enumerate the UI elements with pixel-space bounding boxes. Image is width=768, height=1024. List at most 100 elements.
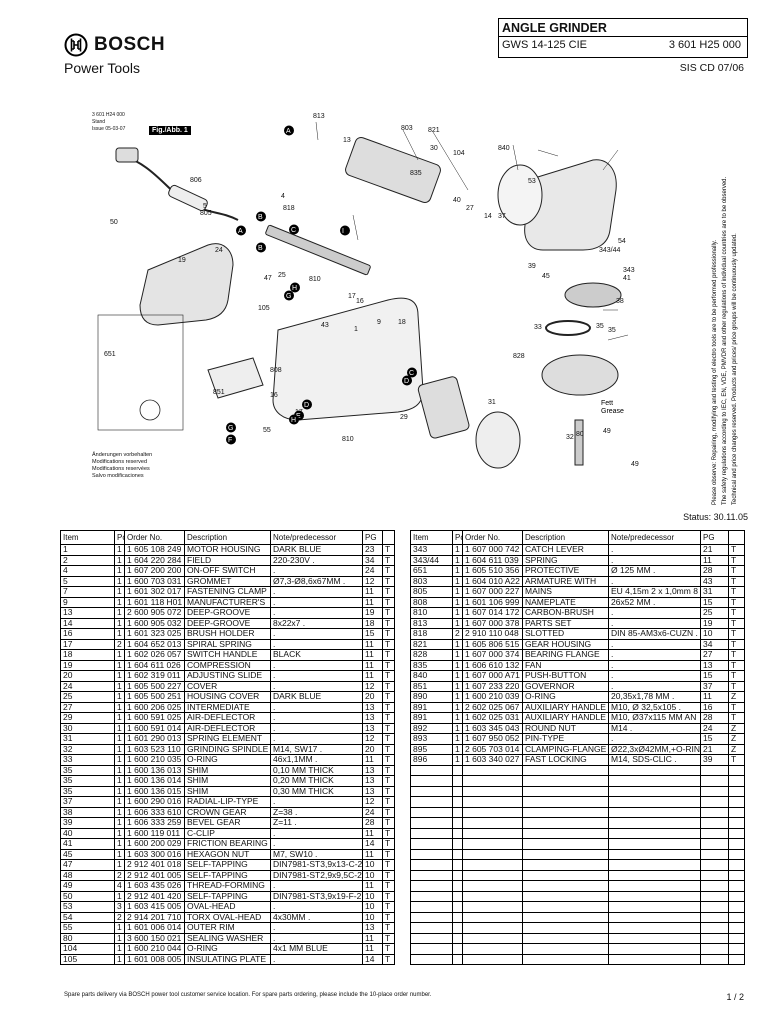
cell-pc: 1 (114, 796, 125, 808)
cell-item: 808 (410, 596, 453, 608)
cell-item: 33 (60, 754, 115, 766)
cell-description: AUXILIARY HANDLE (522, 701, 609, 713)
cell-indicator: T (382, 670, 395, 682)
cell-description: OUTER RIM (184, 922, 271, 934)
empty-cell (452, 785, 463, 797)
empty-cell (728, 901, 745, 913)
cell-description: FAN (522, 659, 609, 671)
empty-cell (728, 785, 745, 797)
empty-cell (462, 911, 523, 923)
cell-order-no: 1 601 323 025 (124, 628, 185, 640)
cell-note: . (608, 680, 701, 692)
empty-cell (700, 785, 729, 797)
cell-item: 2 (60, 554, 115, 566)
empty-cell (410, 838, 453, 850)
cell-pc: 1 (114, 817, 125, 829)
title-box: ANGLE GRINDER GWS 14-125 CIE 3 601 H25 0… (498, 18, 748, 58)
empty-cell (410, 827, 453, 839)
header-pg: PG (700, 530, 729, 545)
empty-cell (700, 764, 729, 776)
cell-note: . (270, 722, 363, 734)
cell-pc: 1 (114, 680, 125, 692)
cell-order-no: 1 600 210 035 (124, 754, 185, 766)
cell-order-no: 1 604 220 284 (124, 554, 185, 566)
cell-item: 891 (410, 712, 453, 724)
empty-cell (522, 932, 609, 944)
cell-item: 16 (60, 628, 115, 640)
cell-description: SELF-TAPPING (184, 890, 271, 902)
cell-pg: 11 (362, 638, 383, 650)
table-row-empty (410, 901, 745, 913)
cell-pc: 2 (114, 869, 125, 881)
cell-item: 828 (410, 649, 453, 661)
callout-label: 806 (190, 177, 202, 184)
cell-indicator: Z (728, 691, 745, 703)
callout-label: I (342, 228, 344, 235)
cell-indicator: Z (728, 733, 745, 745)
header-note: Note/predecessor (270, 530, 363, 545)
empty-cell (728, 869, 745, 881)
switch-slider-shape (265, 224, 371, 276)
empty-cell (608, 785, 701, 797)
cell-order-no: 1 601 008 005 (124, 953, 185, 965)
cell-description: CLAMPING-FLANGE (522, 743, 609, 755)
cell-description: INTERMEDIATE (184, 701, 271, 713)
cell-pg: 11 (362, 670, 383, 682)
cell-description: GOVERNOR (522, 680, 609, 692)
cell-order-no: 1 600 591 025 (124, 712, 185, 724)
cell-indicator: T (382, 565, 395, 577)
cell-item: 24 (60, 680, 115, 692)
callout-label: 49 (603, 428, 611, 435)
cell-note: . (608, 733, 701, 745)
cell-description: FASTENING CLAMP (184, 586, 271, 598)
cell-pc: 1 (114, 575, 125, 587)
callout-label: F (228, 437, 232, 444)
cell-order-no: 1 605 108 249 (124, 544, 185, 556)
empty-cell (410, 848, 453, 860)
cell-order-no: 1 604 611 026 (124, 659, 185, 671)
cell-item: 891 (410, 701, 453, 713)
cell-pc: 2 (452, 628, 463, 640)
cell-description: BRUSH HOLDER (184, 628, 271, 640)
cell-description: BEARING FLANGE (522, 649, 609, 661)
empty-cell (452, 806, 463, 818)
field-coil-shape (417, 376, 470, 439)
cell-note: 220-230V . (270, 554, 363, 566)
cell-item: 19 (60, 659, 115, 671)
cell-description: SPIRAL SPRING (184, 638, 271, 650)
cell-pc: 1 (452, 680, 463, 692)
motor-housing-shape (272, 297, 424, 421)
callout-marker (289, 224, 299, 235)
empty-cell (608, 953, 701, 965)
empty-cell (410, 817, 453, 829)
empty-cell (522, 848, 609, 860)
cell-order-no: 1 600 210 044 (124, 943, 185, 955)
empty-cell (728, 806, 745, 818)
empty-cell (522, 785, 609, 797)
empty-cell (700, 922, 729, 934)
cell-indicator: T (382, 764, 395, 776)
header-description: Description (522, 530, 609, 545)
callout-marker (290, 282, 300, 293)
empty-cell (700, 796, 729, 808)
empty-cell (462, 943, 523, 955)
cell-pg: 24 (362, 565, 383, 577)
air-deflector-shape (475, 411, 521, 469)
empty-cell (700, 838, 729, 850)
cell-item: 35 (60, 775, 115, 787)
empty-cell (452, 869, 463, 881)
cell-pg: 11 (362, 586, 383, 598)
header-ind (728, 530, 745, 545)
cell-description: RADIAL-LIP-TYPE (184, 796, 271, 808)
cell-note: . (608, 659, 701, 671)
cell-note: BLACK (270, 649, 363, 661)
callout-label: 851 (213, 389, 225, 396)
